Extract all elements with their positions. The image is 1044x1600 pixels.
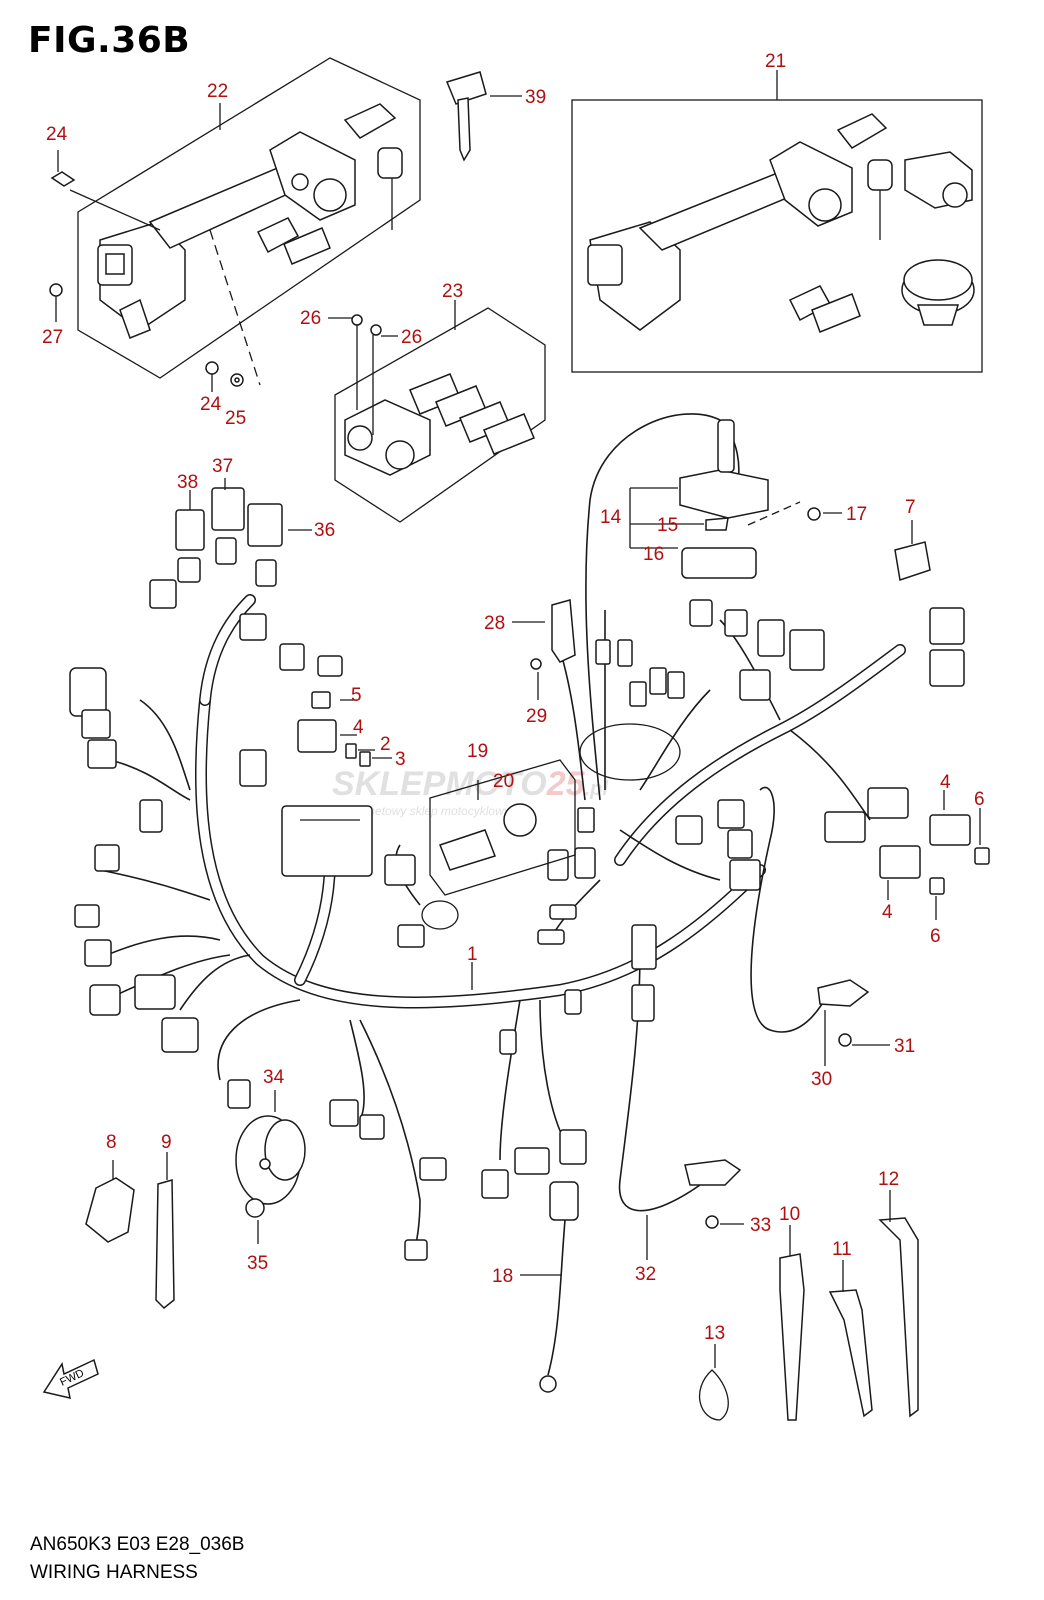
model-code: AN650K3 E03 E28_036B bbox=[30, 1534, 245, 1555]
callout-24-b: 24 bbox=[200, 394, 222, 415]
callout-4-b: 4 bbox=[940, 772, 951, 793]
callout-7: 7 bbox=[905, 497, 916, 518]
callout-14: 14 bbox=[600, 507, 622, 528]
callout-15: 15 bbox=[657, 515, 678, 536]
callout-13: 13 bbox=[704, 1323, 725, 1344]
lock-set-23 bbox=[334, 300, 546, 523]
callout-18: 18 bbox=[492, 1266, 513, 1287]
callout-39: 39 bbox=[525, 87, 546, 108]
watermark-tagline: internetowy sklep motocyklowy bbox=[345, 804, 511, 818]
callout-2: 2 bbox=[380, 734, 391, 755]
callout-37: 37 bbox=[212, 456, 233, 477]
callout-16: 16 bbox=[643, 544, 664, 565]
watermark-brand-d: .pl bbox=[585, 778, 609, 800]
callout-31: 31 bbox=[894, 1036, 915, 1057]
callout-12: 12 bbox=[878, 1169, 899, 1190]
callout-36: 36 bbox=[314, 520, 335, 541]
callout-6-b: 6 bbox=[930, 926, 941, 947]
callout-8: 8 bbox=[106, 1132, 117, 1153]
callout-38: 38 bbox=[177, 472, 198, 493]
svg-text:SKLEPMOTO25.pl: SKLEPMOTO25.pl bbox=[332, 765, 608, 803]
callout-25: 25 bbox=[225, 408, 246, 429]
callout-11: 11 bbox=[832, 1239, 852, 1260]
callout-6-a: 6 bbox=[974, 789, 985, 810]
fwd-arrow-icon: FWD bbox=[42, 1358, 99, 1399]
ignition-switch-assembly-22 bbox=[69, 57, 421, 386]
callout-4-c: 4 bbox=[882, 902, 893, 923]
callout-labels: 1 2 3 4 4 4 5 6 6 7 8 9 10 11 12 13 14 1… bbox=[42, 51, 985, 1344]
callout-10: 10 bbox=[779, 1204, 800, 1225]
fasteners bbox=[49, 150, 398, 392]
watermark-brand-c: 25 bbox=[546, 765, 586, 803]
watermark: SKLEPMOTO25.pl internetowy sklep motocyk… bbox=[332, 765, 608, 818]
callout-33: 33 bbox=[750, 1215, 771, 1236]
misc-parts bbox=[85, 103, 990, 1421]
callout-30: 30 bbox=[811, 1069, 832, 1090]
callout-27: 27 bbox=[42, 327, 63, 348]
callout-3: 3 bbox=[395, 749, 406, 770]
callout-17: 17 bbox=[846, 504, 867, 525]
callout-26-a: 26 bbox=[300, 308, 321, 329]
callout-28: 28 bbox=[484, 613, 505, 634]
callout-1: 1 bbox=[467, 944, 478, 965]
callout-4-a: 4 bbox=[353, 717, 364, 738]
callout-32: 32 bbox=[635, 1264, 656, 1285]
section-title: WIRING HARNESS bbox=[30, 1562, 198, 1583]
callout-20: 20 bbox=[493, 771, 514, 792]
callout-26-b: 26 bbox=[401, 327, 422, 348]
switch-kit-21 bbox=[571, 70, 983, 373]
callout-34: 34 bbox=[263, 1067, 285, 1088]
key-39 bbox=[445, 71, 522, 162]
callout-19: 19 bbox=[467, 741, 488, 762]
callout-35: 35 bbox=[247, 1253, 268, 1274]
main-harness-1 bbox=[69, 413, 965, 1261]
watermark-brand-a: SKLEPMO bbox=[332, 765, 500, 803]
callout-23: 23 bbox=[442, 281, 463, 302]
figure-title: FIG.36B bbox=[28, 20, 191, 61]
callout-24-a: 24 bbox=[46, 124, 68, 145]
callout-5: 5 bbox=[351, 685, 362, 706]
callout-21: 21 bbox=[765, 51, 786, 72]
callout-9: 9 bbox=[161, 1132, 172, 1153]
callout-22: 22 bbox=[207, 81, 228, 102]
callout-29: 29 bbox=[526, 706, 547, 727]
